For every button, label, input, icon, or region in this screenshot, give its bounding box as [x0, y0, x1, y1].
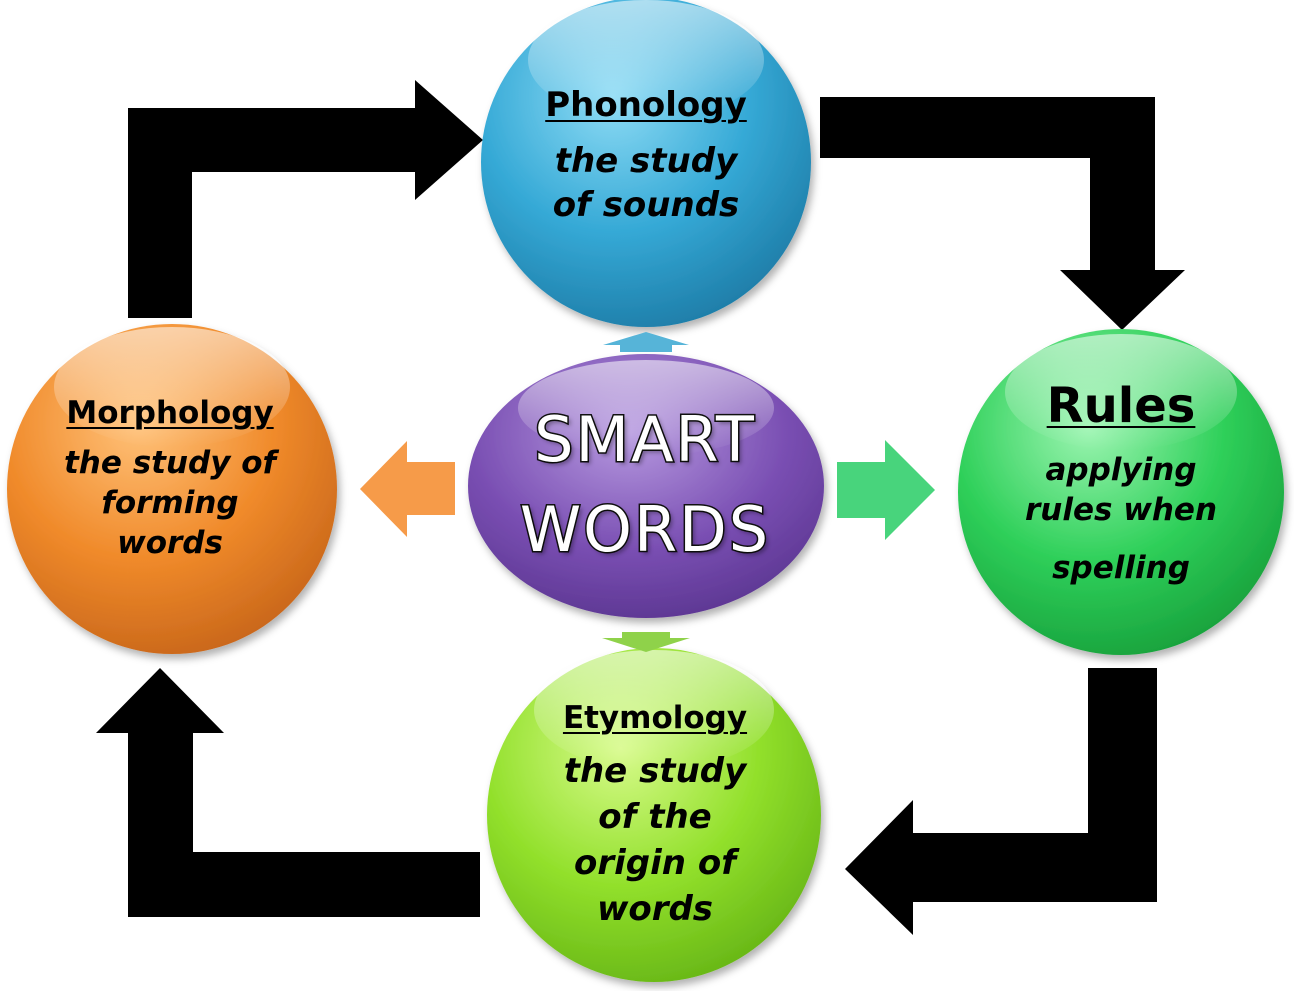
rules-description: applying rules when spelling — [1025, 450, 1217, 588]
center-label: SMART WORDS — [480, 385, 810, 585]
morphology-desc-line: the study of — [63, 445, 277, 481]
morphology-circle — [7, 324, 337, 654]
etymology-desc-line: words — [596, 889, 714, 929]
etymology-title: Etymology — [562, 700, 748, 736]
cycle-arrow-morphology-to-phonology — [128, 80, 483, 318]
rules-desc-line: applying — [1045, 452, 1197, 488]
small-arrow-bottom — [602, 632, 690, 652]
etymology-circle — [487, 648, 821, 982]
cycle-arrow-rules-to-etymology — [845, 668, 1157, 935]
phonology-circle — [481, 0, 811, 327]
morphology-title: Morphology — [66, 395, 274, 431]
small-arrow-left — [360, 441, 455, 537]
rules-title: Rules — [1046, 378, 1196, 434]
rules-desc-line: rules when — [1024, 492, 1218, 528]
phonology-description: the study of sounds — [553, 139, 740, 227]
phonology-desc-line: of sounds — [552, 185, 740, 225]
rules-desc-line: spelling — [1052, 550, 1190, 586]
center-label-line2: WORDS — [518, 492, 771, 568]
phonology-desc-line: the study — [554, 141, 738, 181]
small-arrow-right — [837, 440, 935, 540]
etymology-desc-line: of the — [598, 797, 712, 837]
center-label-line1: SMART — [533, 402, 756, 478]
etymology-node: Etymology the study of the origin of wor… — [500, 700, 810, 932]
morphology-desc-line: words — [117, 525, 223, 561]
small-arrow-top — [603, 332, 689, 352]
phonology-node: Phonology the study of sounds — [500, 85, 792, 227]
rules-circle — [958, 329, 1284, 655]
rules-node: Rules applying rules when spelling — [965, 378, 1277, 588]
cycle-arrow-etymology-to-morphology — [96, 668, 480, 917]
center-ellipse — [468, 354, 824, 618]
morphology-description: the study of forming words — [64, 443, 276, 563]
cycle-arrow-phonology-to-rules — [820, 97, 1185, 330]
morphology-node: Morphology the study of forming words — [20, 395, 320, 563]
phonology-title: Phonology — [545, 85, 747, 125]
etymology-desc-line: origin of — [574, 843, 736, 883]
morphology-desc-line: forming — [101, 485, 239, 521]
etymology-desc-line: the study — [563, 751, 747, 791]
etymology-description: the study of the origin of words — [564, 748, 747, 932]
